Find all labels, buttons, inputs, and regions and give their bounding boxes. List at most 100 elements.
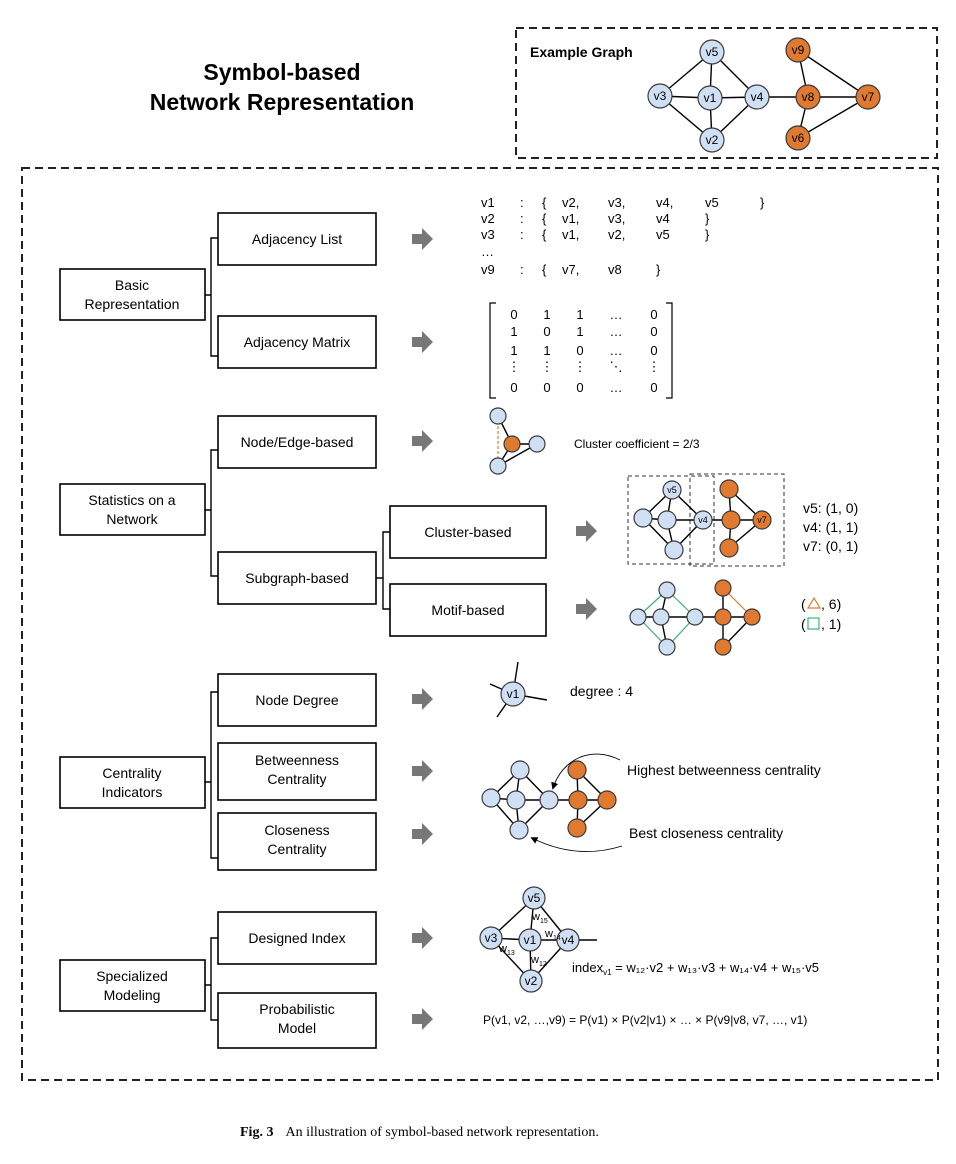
method-adjacency-matrix xyxy=(217,315,377,369)
bracket-basic xyxy=(205,237,218,357)
adjacency-list-cell: v3 xyxy=(481,227,495,242)
bracket-statistics xyxy=(205,449,218,577)
example-graph-frame xyxy=(515,27,938,159)
adjacency-matrix-cell: 1 xyxy=(510,343,517,358)
bracket-centrality xyxy=(205,691,218,859)
category-centrality xyxy=(59,756,206,809)
svg-text:, 1): , 1) xyxy=(821,616,841,632)
adjacency-matrix-cell: ⋮ xyxy=(574,359,587,374)
right-arrow-icon xyxy=(412,430,433,452)
svg-text:v5: v5 xyxy=(706,45,719,59)
svg-text:v5: v5 xyxy=(667,485,677,495)
svg-text:Model: Model xyxy=(278,1020,316,1036)
adjacency-list-cell: } xyxy=(705,211,710,226)
adjacency-list-cell: v5 xyxy=(656,227,670,242)
adjacency-matrix-cell: … xyxy=(610,324,623,339)
svg-text:v8: v8 xyxy=(802,90,815,104)
svg-text:Basic: Basic xyxy=(115,277,149,293)
right-arrow-icon xyxy=(576,598,597,620)
right-arrow-icon xyxy=(412,331,433,353)
closeness-text: Best closeness centrality xyxy=(629,825,783,841)
adjacency-list-cell: v8 xyxy=(608,262,622,277)
adjacency-matrix-cell: … xyxy=(610,343,623,358)
svg-text:w15: w15 xyxy=(531,911,548,925)
svg-text:v6: v6 xyxy=(792,131,805,145)
category-basic xyxy=(59,268,206,321)
adjacency-matrix-cell: 1 xyxy=(543,307,550,322)
svg-text:v4: v4 xyxy=(751,90,764,104)
triangle-icon xyxy=(806,596,822,609)
adjacency-matrix-cell: ⋮ xyxy=(508,359,521,374)
adjacency-list-cell: : xyxy=(520,195,524,210)
adjacency-matrix-cell: 1 xyxy=(510,324,517,339)
adjacency-list-cell: v2, xyxy=(608,227,625,242)
cluster-coefficient-graph xyxy=(489,407,546,475)
node-degree-graph: v1 xyxy=(489,661,548,718)
cluster-value-v7: v7: (0, 1) xyxy=(803,538,858,554)
adjacency-list-cell: : xyxy=(520,211,524,226)
centrality-graph xyxy=(481,753,623,852)
adjacency-matrix-cell: 1 xyxy=(543,343,550,358)
svg-text:v2: v2 xyxy=(525,974,538,988)
svg-text:Node Degree: Node Degree xyxy=(255,692,338,708)
designed-index-graph: v5 v3 v1 v4 v2 w15 w14 w13 w12 xyxy=(479,886,597,993)
adjacency-list-cell: v1, xyxy=(562,227,579,242)
right-arrow-icon xyxy=(412,228,433,250)
svg-text:Modeling: Modeling xyxy=(104,987,161,1003)
adjacency-list-cell: { xyxy=(542,211,547,226)
adjacency-list-content: v1:{v2,v3,v4,v5}v2:{v1,v3,v4}v3:{v1,v2,v… xyxy=(481,195,765,277)
svg-text:Motif-based: Motif-based xyxy=(431,602,504,618)
bracket-specialized xyxy=(205,937,218,1021)
degree-text: degree : 4 xyxy=(570,683,633,699)
svg-text:w12: w12 xyxy=(530,954,547,968)
cluster-value-v4: v4: (1, 1) xyxy=(803,519,858,535)
title-line1: Symbol-based xyxy=(203,59,360,85)
example-graph-label: Example Graph xyxy=(530,44,633,60)
svg-text:v4: v4 xyxy=(562,933,575,947)
method-closeness xyxy=(217,812,377,871)
method-cluster xyxy=(389,505,547,559)
adjacency-list-cell: { xyxy=(542,195,547,210)
svg-text:Indicators: Indicators xyxy=(102,784,163,800)
svg-text:Adjacency List: Adjacency List xyxy=(252,231,342,247)
adjacency-list-cell: : xyxy=(520,262,524,277)
svg-text:Representation: Representation xyxy=(85,296,180,312)
svg-text:v1: v1 xyxy=(704,91,717,105)
method-motif xyxy=(389,583,547,637)
adjacency-matrix-cell: 0 xyxy=(650,343,657,358)
method-probabilistic xyxy=(217,992,377,1049)
svg-text:w13: w13 xyxy=(498,943,515,957)
right-arrow-icon xyxy=(412,823,433,845)
adjacency-matrix-cell: ⋱ xyxy=(610,359,623,374)
svg-text:Network: Network xyxy=(106,511,158,527)
adjacency-matrix-cell: 0 xyxy=(543,324,550,339)
adjacency-matrix-cell: 0 xyxy=(576,343,583,358)
main-frame xyxy=(21,167,939,1081)
right-arrow-icon xyxy=(412,760,433,782)
adjacency-list-cell: } xyxy=(705,227,710,242)
adjacency-list-cell: v2, xyxy=(562,195,579,210)
svg-text:v1: v1 xyxy=(524,933,537,947)
svg-text:Centrality: Centrality xyxy=(267,771,326,787)
arrows xyxy=(412,228,597,1030)
svg-text:Specialized: Specialized xyxy=(96,968,168,984)
motif-counts: ( , 6) ( , 1) xyxy=(801,596,841,632)
betweenness-text: Highest betweenness centrality xyxy=(627,762,821,778)
svg-text:v4: v4 xyxy=(698,515,708,525)
category-statistics xyxy=(59,483,206,536)
svg-text:Subgraph-based: Subgraph-based xyxy=(245,570,349,586)
right-arrow-icon xyxy=(412,927,433,949)
adjacency-matrix-cell: … xyxy=(610,307,623,322)
adjacency-list-cell: … xyxy=(481,244,494,259)
motif-based-graph xyxy=(629,579,761,656)
square-icon xyxy=(807,617,820,630)
right-arrow-icon xyxy=(412,1008,433,1030)
adjacency-matrix-cell: ⋮ xyxy=(541,359,554,374)
method-betweenness xyxy=(217,742,377,801)
svg-text:v1: v1 xyxy=(507,687,520,701)
adjacency-list-cell: v3, xyxy=(608,195,625,210)
index-formula: indexv1 = w₁₂·v2 + w₁₃·v3 + w₁₄·v4 + w₁₅… xyxy=(572,960,819,977)
svg-text:Probabilistic: Probabilistic xyxy=(259,1001,334,1017)
adjacency-matrix-cell: 0 xyxy=(510,307,517,322)
